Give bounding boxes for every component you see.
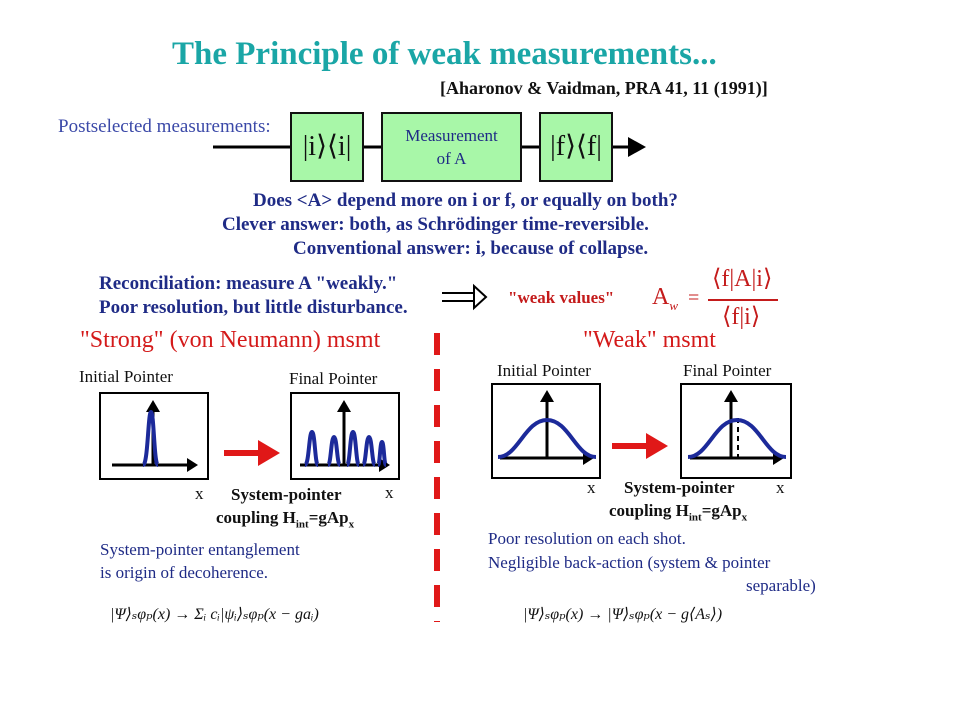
weak-value-numerator: ⟨f|A|i⟩ [712,266,773,292]
weak-value-symbol: Aw = [652,284,700,313]
weak-x-label-right: x [776,478,785,497]
strong-equation: |Ψ⟩ₛφₚ(x) → Σᵢ cᵢ|ψᵢ⟩ₛφₚ(x − gaᵢ) [110,606,319,623]
strong-heading: "Strong" (von Neumann) msmt [80,327,381,353]
weak-note-line3: separable) [746,576,816,595]
measurement-label-line2: of A [436,149,467,168]
weak-value-denominator: ⟨f|i⟩ [722,304,761,330]
postselection-block: |f⟩⟨f| [539,112,613,182]
strong-x-label-right: x [385,483,394,502]
strong-red-arrow-icon [258,440,280,466]
weak-value-lhs-sub: w [669,297,679,313]
preselection-projector: |i⟩⟨i| [302,131,352,162]
weak-red-arrow-icon [646,433,668,459]
implies-arrow-icon [442,283,488,311]
question-line-3: Conventional answer: i, because of colla… [293,238,649,259]
strong-coupling-line1: System-pointer [231,485,342,504]
measurement-label-line1: Measurement [405,126,498,145]
weak-heading: "Weak" msmt [583,327,716,353]
weak-coupling-line2: coupling Hint=gApx [609,501,748,524]
postselected-label: Postselected measurements: [58,116,271,137]
slide-title: The Principle of weak measurements... [172,36,717,72]
question-line-2: Clever answer: both, as Schrödinger time… [222,214,649,235]
weak-value-lhs: A [652,284,670,310]
strong-x-label-left: x [195,484,204,503]
weak-values-label: "weak values" [508,288,615,307]
strong-initial-pointer-label: Initial Pointer [79,367,173,386]
reconciliation-line-2: Poor resolution, but little disturbance. [99,297,408,318]
weak-initial-gaussian [497,417,597,459]
strong-final-peaks [303,429,388,467]
weak-note-line1: Poor resolution on each shot. [488,529,686,548]
weak-coupling-line1: System-pointer [624,478,735,497]
measurement-line-arrowhead [628,137,646,157]
strong-note-line1: System-pointer entanglement [100,540,300,559]
strong-coupling-line2: coupling Hint=gApx [216,508,355,531]
weak-note-line2: Negligible back-action (system & pointer [488,553,771,572]
weak-equation: |Ψ⟩ₛφₚ(x) → |Ψ⟩ₛφₚ(x − g⟨Aₛ⟩) [523,606,723,623]
weak-x-label-left: x [587,478,596,497]
weak-final-gaussian [687,417,787,459]
question-line-1: Does <A> depend more on i or f, or equal… [253,190,678,211]
postselection-projector: |f⟩⟨f| [550,131,602,162]
preselection-block: |i⟩⟨i| [290,112,364,182]
reconciliation-line-1: Reconciliation: measure A "weakly." [99,273,398,294]
measurement-block: Measurement of A [381,112,522,182]
strong-final-pointer-label: Final Pointer [289,369,378,388]
strong-initial-peak [141,409,160,467]
citation: [Aharonov & Vaidman, PRA 41, 11 (1991)] [440,78,768,98]
strong-note-line2: is origin of decoherence. [100,563,269,582]
weak-initial-pointer-label: Initial Pointer [497,361,591,380]
weak-final-pointer-label: Final Pointer [683,361,772,380]
